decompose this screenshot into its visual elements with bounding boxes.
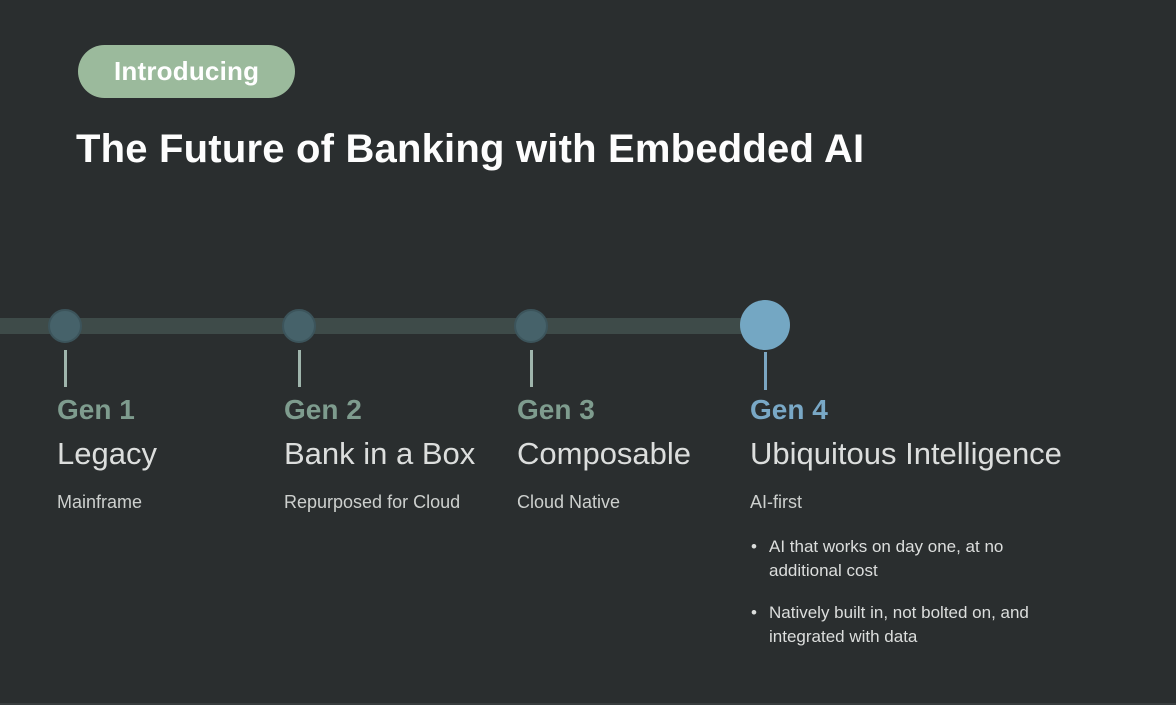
gen4-bullets: AI that works on day one, at no addition…: [750, 535, 1072, 648]
timeline-tick-gen3: [530, 350, 533, 387]
timeline-bar: [0, 318, 752, 334]
gen-label: Gen 1: [57, 394, 135, 425]
timeline-item-gen2: Gen 2 Bank in a Box Repurposed for Cloud: [284, 393, 512, 513]
gen-label: Gen 3: [517, 394, 595, 425]
gen-subtitle: Cloud Native: [517, 491, 621, 512]
gen-title: Ubiquitous Intelligence: [750, 435, 1062, 471]
timeline-node-gen3: [514, 309, 548, 343]
timeline-tick-gen1: [64, 350, 67, 387]
gen-title: Bank in a Box: [284, 435, 476, 471]
gen-subtitle: Mainframe: [57, 491, 143, 512]
timeline-tick-gen2: [298, 350, 301, 387]
timeline-node-gen4: [740, 300, 790, 350]
bullet-item: Natively built in, not bolted on, and in…: [750, 601, 1072, 648]
timeline-item-gen4: Gen 4 Ubiquitous Intelligence AI-first A…: [750, 393, 1095, 667]
gen-label: Gen 4: [750, 394, 828, 425]
timeline-node-gen2: [282, 309, 316, 343]
gen-title: Composable: [517, 435, 692, 471]
gen-subtitle: Repurposed for Cloud: [284, 491, 461, 512]
gen-label: Gen 2: [284, 394, 362, 425]
page-title: The Future of Banking with Embedded AI: [76, 127, 865, 171]
timeline-item-gen3: Gen 3 Composable Cloud Native: [517, 393, 745, 513]
gen-subtitle: AI-first: [750, 491, 802, 512]
timeline-node-gen1: [48, 309, 82, 343]
timeline-item-gen1: Gen 1 Legacy Mainframe: [57, 393, 285, 513]
badge-label: Introducing: [114, 56, 260, 86]
slide-bottom-edge: [0, 703, 1176, 705]
gen-title: Legacy: [57, 435, 157, 471]
bullet-item: AI that works on day one, at no addition…: [750, 535, 1072, 582]
timeline-tick-gen4: [764, 352, 767, 390]
introducing-badge: Introducing: [78, 45, 296, 98]
